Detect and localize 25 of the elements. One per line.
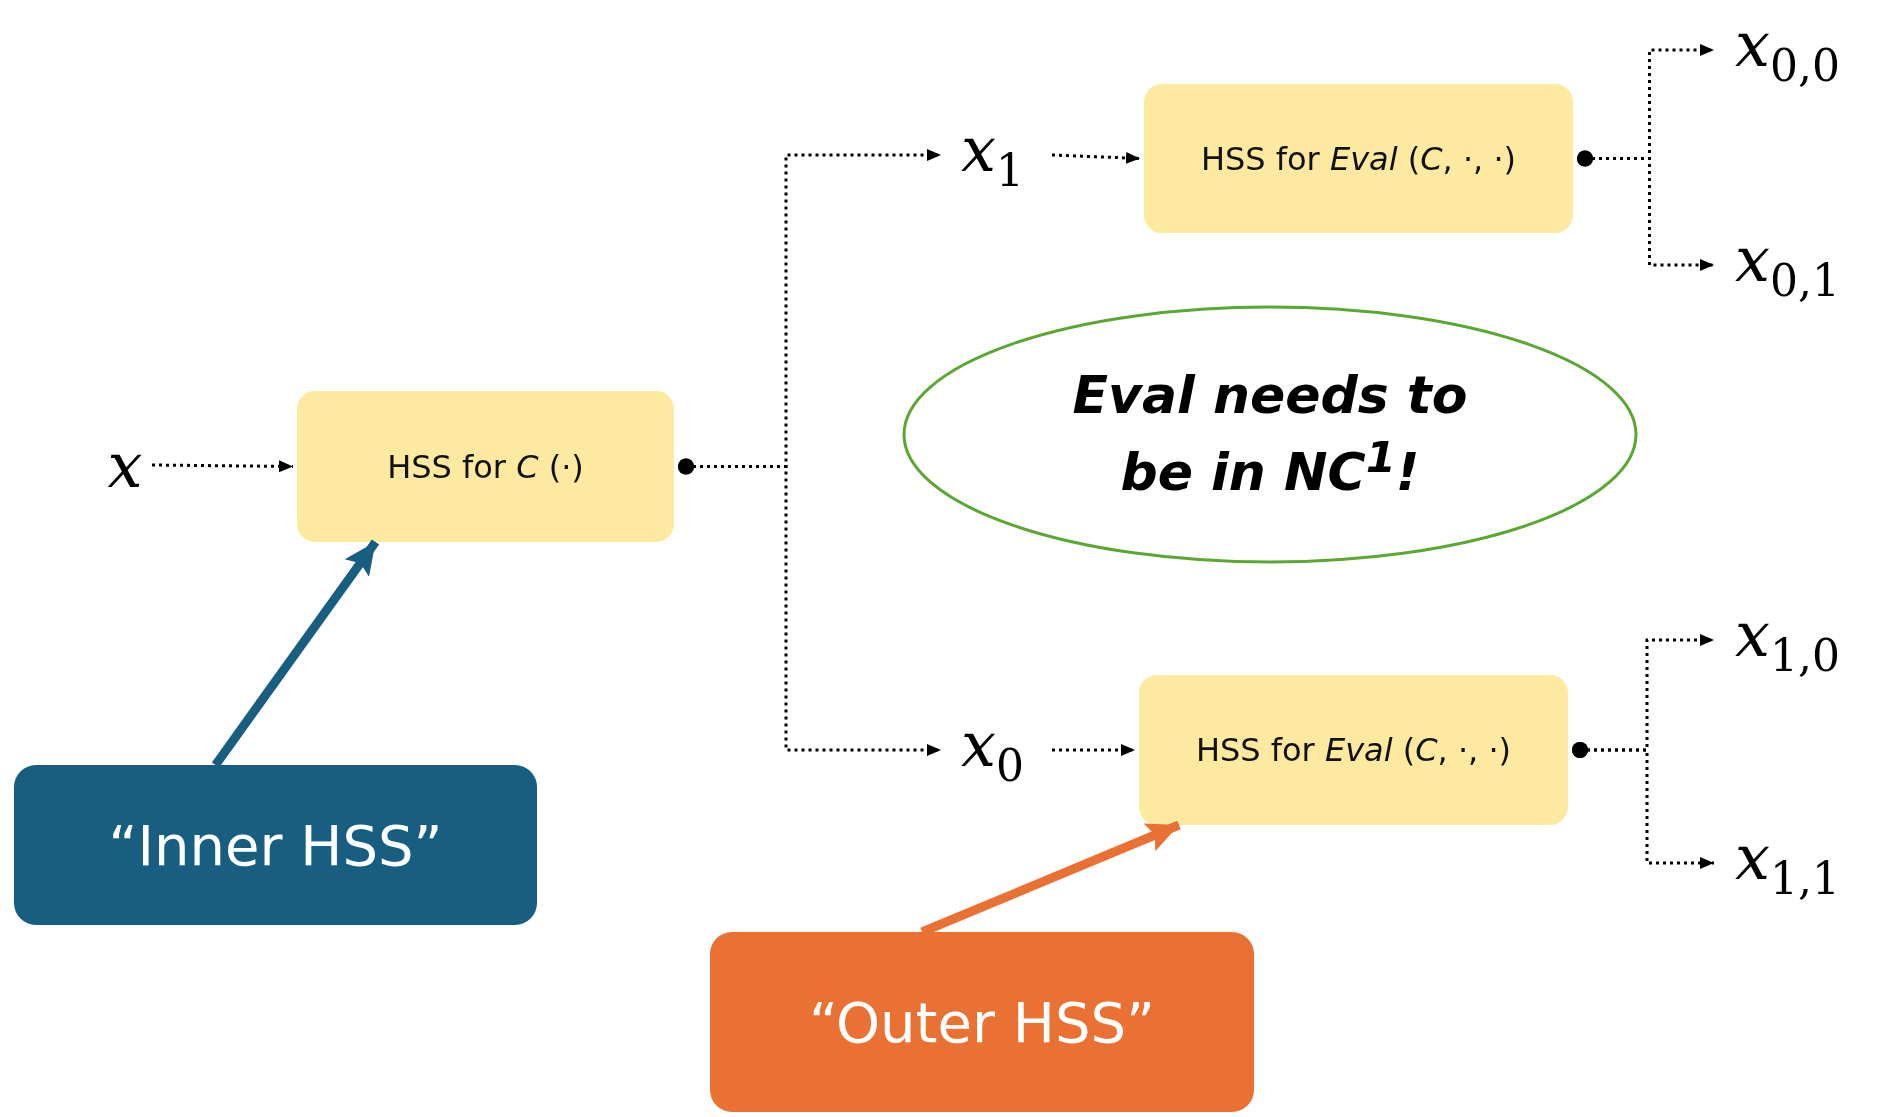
- variable-label: x$_{0,1}$: [1735, 223, 1840, 307]
- dotted-arrow: [1572, 742, 1714, 869]
- dotted-arrow: [1052, 744, 1135, 756]
- box-label: HSS for Eval (C, ·, ·): [1195, 731, 1512, 769]
- box-label: HSS for Eval (C, ·, ·): [1200, 139, 1517, 178]
- variable-label: x$_{1}$: [961, 113, 1024, 197]
- variable-label: x$_{0,0}$: [1735, 8, 1840, 92]
- variable-label: x: [107, 428, 143, 502]
- process-box: [1139, 675, 1568, 825]
- box-label: HSS for C (·): [387, 447, 584, 486]
- process-box: [1144, 84, 1573, 233]
- dotted-arrow: [678, 458, 941, 756]
- note-text: Eval needs to be in NC$^{1}$!: [1071, 363, 1469, 505]
- callout-box: [14, 765, 537, 925]
- callout-label: “Outer HSS”: [808, 989, 1155, 1055]
- process-box: [297, 391, 674, 542]
- dotted-arrow: [1051, 151, 1141, 164]
- variable-label: x$_{0}$: [961, 708, 1024, 792]
- callout-label: “Inner HSS”: [108, 812, 443, 878]
- leader-arrow: [211, 539, 380, 768]
- dotted-arrow: [152, 460, 293, 473]
- callout-box: [710, 932, 1254, 1112]
- variable-label: x$_{1,0}$: [1735, 598, 1840, 682]
- variable-label: x$_{1,1}$: [1735, 821, 1840, 905]
- dotted-arrow: [1577, 150, 1714, 271]
